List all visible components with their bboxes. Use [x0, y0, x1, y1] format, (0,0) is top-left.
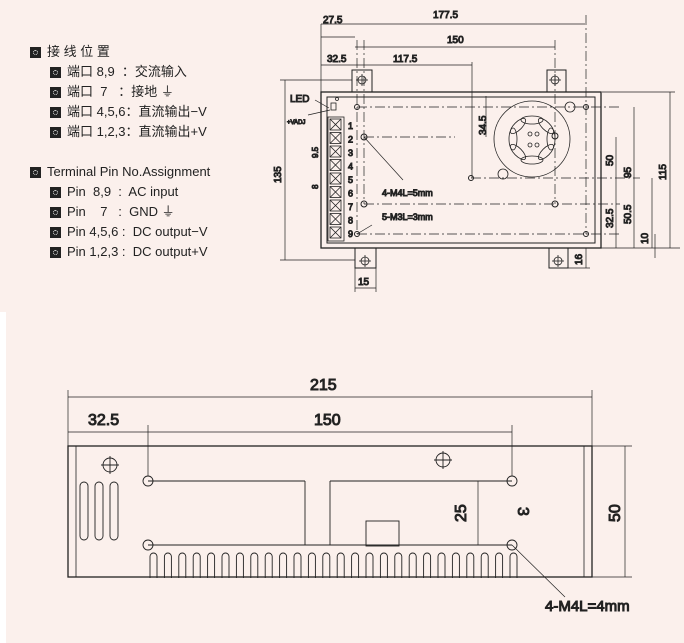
- pin-number: 9: [348, 229, 353, 239]
- legend-item: 端口 1,2,3：直流输出+V: [30, 122, 210, 142]
- pin-number: 2: [348, 135, 353, 145]
- legend-text: Pin 7 : GND ⏚: [67, 204, 175, 219]
- legend-item: Pin 8,9 : AC input: [30, 182, 210, 202]
- pin-number: 7: [348, 202, 353, 212]
- legend-text: 端口 7 ：接地 ⏚: [67, 84, 174, 99]
- mount-tab: [546, 69, 567, 93]
- dim-150: 150: [447, 35, 464, 46]
- mount-tab: [354, 247, 377, 269]
- bullet-icon: [50, 66, 61, 78]
- legend-item: Pin 7 : GND ⏚: [30, 202, 210, 222]
- bullet-icon: [30, 46, 41, 58]
- dim-16: 16: [574, 253, 585, 265]
- mount-tab: [351, 69, 373, 93]
- legend-item: 端口 7 ：接地 ⏚: [30, 82, 210, 102]
- pin-number: 6: [348, 189, 353, 199]
- legend-title: 接 线 位 置: [47, 44, 110, 59]
- pin-assignment-legend: 接 线 位 置 端口 8,9 ：交流输入 端口 7 ：接地 ⏚ 端口 4,5,6…: [30, 42, 210, 262]
- legend-item: 端口 4,5,6：直流输出−V: [30, 102, 210, 122]
- terminal-screw: [329, 118, 342, 131]
- bullet-icon: [50, 206, 61, 218]
- terminal-screw: [329, 213, 342, 225]
- bullet-icon: [50, 226, 61, 238]
- led-indicator: [335, 97, 339, 101]
- led-label: LED: [290, 94, 309, 105]
- legend-text: 端口 8,9 ：交流输入: [67, 64, 187, 79]
- bullet-icon: [50, 126, 61, 138]
- dim-32-5: 32.5: [327, 54, 347, 65]
- side-view: 215 32.5 150 25 3 50 4-M4L=4mm: [67, 377, 632, 616]
- terminal-screw: [329, 226, 342, 239]
- m4-hole-label: 4-M4L=5mm: [382, 188, 433, 198]
- mount-tab: [548, 247, 569, 269]
- dim-50-side: 50: [607, 504, 624, 522]
- bullet-icon: [50, 186, 61, 198]
- dim-10: 10: [640, 232, 651, 244]
- terminal-screw: [329, 186, 342, 198]
- dim-3: 3: [514, 507, 531, 516]
- legend-en-title: Terminal Pin No.Assignment: [30, 162, 210, 182]
- legend-text: Pin 4,5,6 : DC output−V: [67, 224, 208, 239]
- dim-150-side: 150: [314, 412, 341, 429]
- pin-number: 8: [348, 216, 353, 226]
- bullet-icon: [50, 106, 61, 118]
- background-strip: [0, 312, 6, 643]
- dim-115: 115: [658, 164, 669, 180]
- legend-item: 端口 8,9 ：交流输入: [30, 62, 210, 82]
- terminal-screw: [329, 132, 342, 144]
- dim-50: 50: [605, 154, 616, 166]
- legend-text: Pin 8,9 : AC input: [67, 184, 179, 199]
- legend-text: 端口 1,2,3：直流输出+V: [67, 124, 207, 139]
- bullet-icon: [50, 246, 61, 258]
- dim-8: 8: [311, 184, 320, 189]
- fan-grille: [493, 100, 576, 180]
- dim-27-5: 27.5: [323, 15, 343, 26]
- dim-50-5: 50.5: [623, 204, 634, 224]
- dim-34-5: 34.5: [478, 115, 489, 135]
- legend-title: Terminal Pin No.Assignment: [47, 164, 211, 179]
- pin-number: 1: [348, 121, 353, 131]
- pin-number: 5: [348, 175, 353, 185]
- legend-cn-title: 接 线 位 置: [30, 42, 210, 62]
- legend-text: Pin 1,2,3 : DC output+V: [67, 244, 208, 259]
- terminal-screw: [329, 199, 342, 212]
- vadj-label: +VADJ: [287, 120, 305, 126]
- bullet-icon: [30, 166, 41, 178]
- pin-labels: 1 2 3 4 5 6 7 8 9: [348, 121, 354, 240]
- dim-15: 15: [358, 277, 370, 288]
- bullet-icon: [50, 86, 61, 98]
- m4-hole-label-side: 4-M4L=4mm: [545, 598, 630, 615]
- dim-177-5: 177.5: [433, 10, 458, 21]
- pin-number: 3: [348, 148, 353, 158]
- dim-32-5-b: 32.5: [605, 208, 616, 228]
- dim-215: 215: [310, 377, 337, 394]
- chassis-outline: [320, 91, 602, 249]
- terminal-block: [327, 116, 345, 242]
- terminal-screw: [329, 145, 342, 158]
- dim-32-5-side: 32.5: [88, 412, 119, 429]
- chassis-inner: [326, 96, 596, 244]
- legend-item: Pin 4,5,6 : DC output−V: [30, 222, 210, 242]
- vadj-potentiometer: [330, 102, 337, 111]
- m3-hole-label: 5-M3L=3mm: [382, 212, 433, 222]
- legend-text: 端口 4,5,6：直流输出−V: [67, 104, 207, 119]
- terminal-screw: [329, 159, 342, 171]
- dim-95: 95: [623, 166, 634, 178]
- dim-135: 135: [273, 166, 284, 183]
- legend-item: Pin 1,2,3 : DC output+V: [30, 242, 210, 262]
- dim-25: 25: [453, 504, 470, 522]
- pin-number: 4: [348, 162, 353, 172]
- dim-117-5: 117.5: [393, 54, 418, 65]
- vent-fins: [69, 552, 591, 588]
- terminal-screw: [329, 172, 342, 185]
- dim-9-5: 9.5: [311, 146, 320, 158]
